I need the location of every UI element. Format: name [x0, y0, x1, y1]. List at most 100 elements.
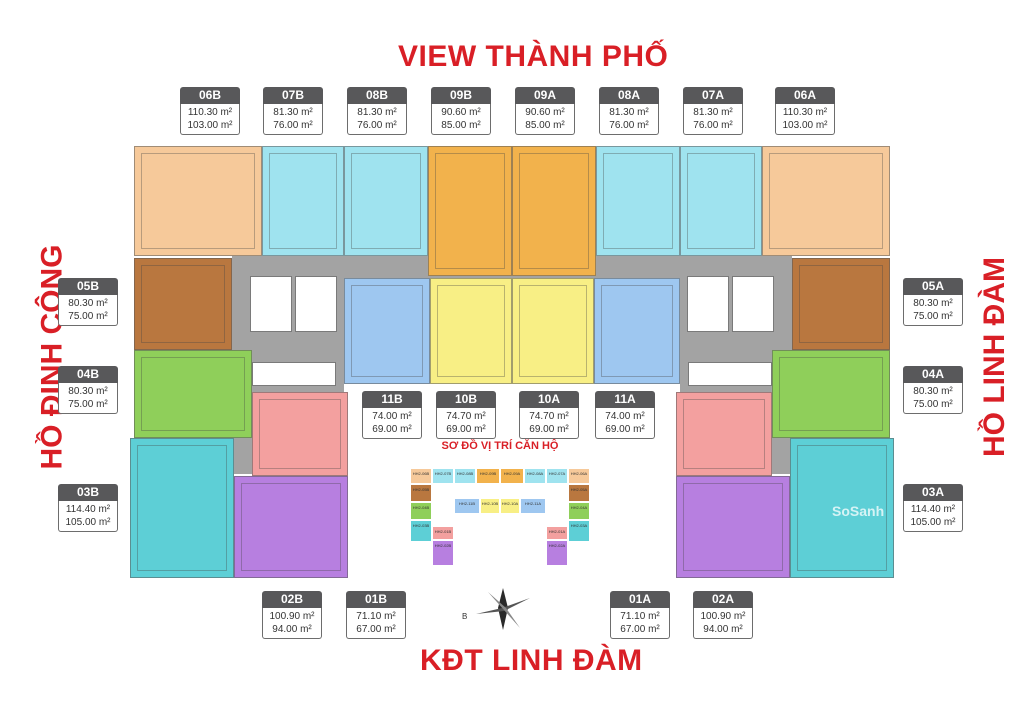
unit-area-2: 76.00 m² [273, 120, 313, 131]
legend-title: SƠ ĐỒ VỊ TRÍ CĂN HỘ [441, 440, 559, 452]
unit-code: 09B [431, 87, 491, 104]
unit-code: 08B [347, 87, 407, 104]
key-cell-hh2-06a: HH2-06A [568, 468, 590, 484]
stair-left-2 [295, 276, 337, 332]
unit-area-1: 71.10 m² [620, 611, 660, 622]
unit-area-1: 74.70 m² [446, 411, 486, 422]
unit-area-2: 85.00 m² [441, 120, 481, 131]
unit-label-02b: 02B 100.90 m² 94.00 m² [262, 591, 322, 639]
unit-10b [430, 278, 512, 384]
stair-right-1 [687, 276, 729, 332]
unit-area-2: 94.00 m² [272, 624, 312, 635]
unit-area-1: 80.30 m² [68, 298, 108, 309]
unit-label-08a: 08A 81.30 m² 76.00 m² [599, 87, 659, 135]
unit-area-2: 67.00 m² [356, 624, 396, 635]
unit-area-1: 110.30 m² [187, 107, 233, 118]
unit-label-05a: 05A 80.30 m² 75.00 m² [903, 278, 963, 326]
unit-label-11a: 11A 74.00 m² 69.00 m² [595, 391, 655, 439]
unit-area-2: 75.00 m² [68, 399, 108, 410]
unit-code: 05B [58, 278, 118, 295]
unit-area-1: 100.90 m² [269, 611, 315, 622]
unit-area: 71.10 m² 67.00 m² [610, 608, 670, 639]
compass-north-letter: B [462, 612, 468, 621]
unit-code: 11A [595, 391, 655, 408]
key-cell-hh2-04a: HH2-04A [568, 502, 590, 520]
key-cell-hh2-11b: HH2-11B [454, 498, 480, 514]
unit-code: 02B [262, 591, 322, 608]
unit-area-2: 76.00 m² [609, 120, 649, 131]
key-cell-hh2-02b: HH2-02B [432, 540, 454, 566]
unit-area-1: 74.00 m² [605, 411, 645, 422]
unit-label-08b: 08B 81.30 m² 76.00 m² [347, 87, 407, 135]
unit-area-1: 71.10 m² [356, 611, 396, 622]
unit-11a [594, 278, 680, 384]
unit-08a [596, 146, 680, 256]
unit-area-2: 69.00 m² [605, 424, 645, 435]
key-cell-hh2-11a: HH2-11A [520, 498, 546, 514]
unit-area-2: 85.00 m² [525, 120, 565, 131]
key-cell-hh2-02a: HH2-02A [546, 540, 568, 566]
unit-05b [134, 258, 232, 350]
key-cell-hh2-05a: HH2-05A [568, 484, 590, 502]
unit-09a [512, 146, 596, 276]
unit-area: 80.30 m² 75.00 m² [903, 295, 963, 326]
watermark: SoSanh [832, 503, 885, 519]
unit-area-1: 81.30 m² [609, 107, 649, 118]
key-cell-hh2-06b: HH2-06B [410, 468, 432, 484]
unit-code: 03A [903, 484, 963, 501]
unit-area-2: 105.00 m² [910, 517, 956, 528]
unit-03b [130, 438, 234, 578]
unit-area-1: 80.30 m² [913, 386, 953, 397]
unit-02b [234, 476, 348, 578]
unit-code: 06A [775, 87, 835, 104]
unit-area-2: 75.00 m² [913, 311, 953, 322]
unit-area-1: 110.30 m² [782, 107, 828, 118]
compass-icon [476, 588, 530, 630]
unit-area-1: 80.30 m² [913, 298, 953, 309]
unit-code: 07A [683, 87, 743, 104]
key-cell-hh2-01b: HH2-01B [432, 526, 454, 540]
unit-area-1: 81.30 m² [357, 107, 397, 118]
unit-area-1: 81.30 m² [693, 107, 733, 118]
unit-04a [772, 350, 890, 438]
key-cell-hh2-03b: HH2-03B [410, 520, 432, 542]
unit-code: 04A [903, 366, 963, 383]
unit-code: 01A [610, 591, 670, 608]
key-cell-hh2-10a: HH2-10A [500, 498, 520, 514]
unit-area-2: 67.00 m² [620, 624, 660, 635]
unit-code: 05A [903, 278, 963, 295]
unit-area-2: 103.00 m² [187, 120, 233, 131]
unit-area-2: 76.00 m² [693, 120, 733, 131]
unit-area: 81.30 m² 76.00 m² [347, 104, 407, 135]
unit-area-2: 76.00 m² [357, 120, 397, 131]
unit-04b [134, 350, 252, 438]
key-cell-hh2-09b: HH2-09B [476, 468, 500, 484]
key-cell-hh2-08a: HH2-08A [524, 468, 546, 484]
unit-label-01a: 01A 71.10 m² 67.00 m² [610, 591, 670, 639]
unit-label-07a: 07A 81.30 m² 76.00 m² [683, 87, 743, 135]
unit-02a [676, 476, 790, 578]
unit-code: 08A [599, 87, 659, 104]
unit-area-1: 90.60 m² [525, 107, 565, 118]
unit-06a [762, 146, 890, 256]
key-cell-hh2-08b: HH2-08B [454, 468, 476, 484]
key-cell-hh2-07a: HH2-07A [546, 468, 568, 484]
key-cell-hh2-03a: HH2-03A [568, 520, 590, 542]
unit-code: 09A [515, 87, 575, 104]
